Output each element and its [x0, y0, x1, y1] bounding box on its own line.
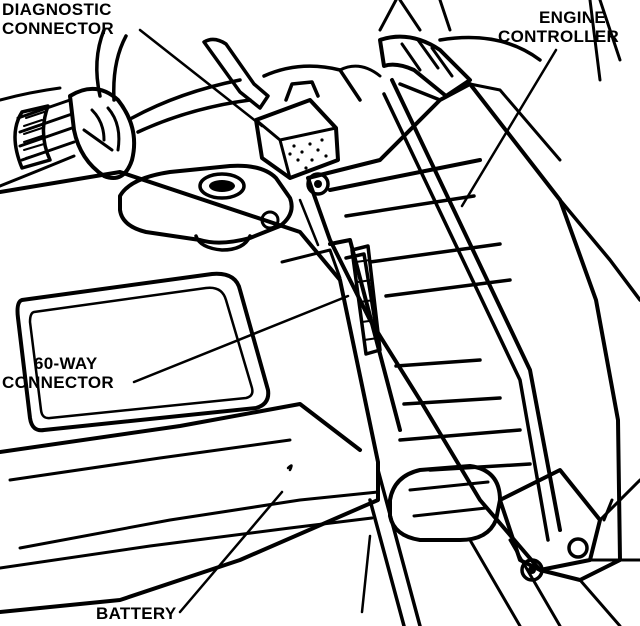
sixty-way-connector-line-1: 60-WAY — [34, 354, 98, 373]
engine-controller-drawing — [306, 0, 640, 582]
diagnostic-connector-line-1: DIAGNOSTIC — [2, 0, 112, 19]
leader-lines — [132, 28, 558, 614]
battery-terminal-drawing — [0, 28, 294, 252]
diagnostic-connector-drawing — [202, 37, 382, 180]
frame-drawing — [368, 468, 622, 626]
engine-controller-label: ENGINE CONTROLLER — [498, 8, 619, 46]
engine-controller-line-2: CONTROLLER — [498, 27, 620, 46]
diagnostic-connector-label: DIAGNOSTIC CONNECTOR — [2, 0, 114, 38]
battery-drawing — [0, 170, 380, 614]
leader-diagnostic-connector — [138, 28, 264, 128]
leader-battery — [178, 490, 284, 614]
sixty-way-connector-label: 60-WAY CONNECTOR — [2, 354, 114, 392]
battery-label-text: BATTERY — [96, 604, 177, 623]
battery-label: BATTERY — [96, 604, 176, 623]
sixty-way-connector-line-2: CONNECTOR — [2, 373, 114, 392]
engine-controller-line-1: ENGINE — [539, 8, 607, 27]
leader-engine-controller — [460, 48, 558, 208]
diagnostic-connector-line-2: CONNECTOR — [2, 19, 114, 38]
leader-sixty-way-connector — [132, 294, 350, 384]
